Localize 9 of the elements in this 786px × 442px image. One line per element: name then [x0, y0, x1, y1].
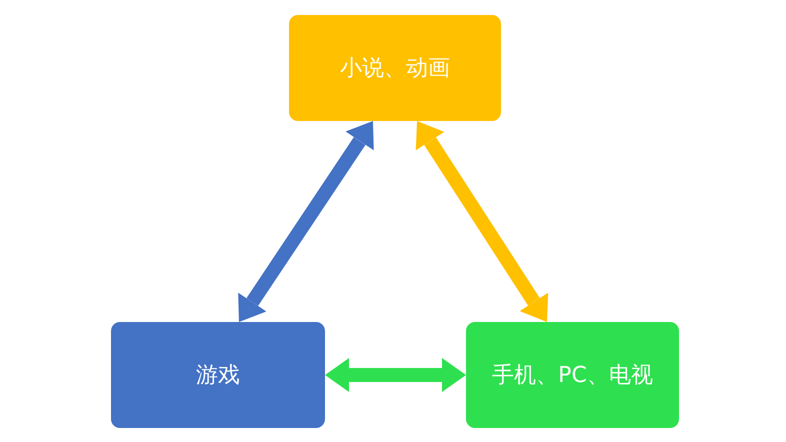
box-label: 手机、PC、电视: [492, 362, 653, 390]
double-arrow: [325, 358, 466, 392]
rounded-box: [111, 322, 325, 428]
box-label: 游戏: [196, 362, 240, 390]
double-arrow: [416, 121, 548, 322]
double-arrow: [238, 121, 374, 322]
box-label: 小说、动画: [340, 55, 450, 83]
rounded-box: [466, 322, 679, 428]
rounded-box: [289, 15, 501, 121]
